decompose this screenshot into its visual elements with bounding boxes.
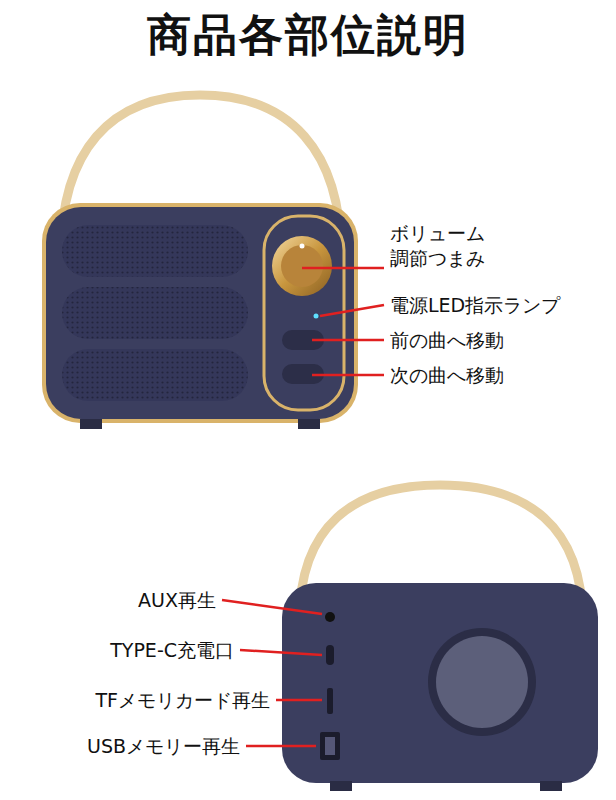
tf-slot: [327, 688, 333, 714]
speaker-back: [282, 583, 598, 783]
part-label: ボリューム 調節つまみ: [390, 221, 496, 270]
grill: [62, 287, 248, 339]
part-label: 前の曲へ移動: [390, 328, 504, 353]
usb-port: [320, 732, 340, 760]
part-label: 次の曲へ移動: [390, 363, 504, 388]
part-label: TYPE-C充電口: [110, 638, 234, 663]
led: [314, 314, 319, 319]
typec-port: [326, 645, 334, 665]
grill: [62, 349, 248, 401]
handle: [61, 95, 342, 290]
part-label: 電源LED指示ランプ: [390, 293, 560, 318]
passive-radiator: [428, 628, 536, 736]
title: 商品各部位説明: [0, 6, 616, 65]
part-label: AUX再生: [138, 588, 216, 613]
aux-port: [325, 612, 335, 622]
speaker-trim: [42, 203, 358, 423]
part-label: USBメモリー再生: [87, 734, 240, 759]
leader-lines: [222, 600, 322, 746]
grill: [62, 225, 248, 277]
speaker-body: [46, 207, 354, 419]
volume-knob: [272, 236, 332, 296]
leader-lines: [302, 268, 384, 375]
part-label: TFメモリカード再生: [95, 688, 270, 713]
